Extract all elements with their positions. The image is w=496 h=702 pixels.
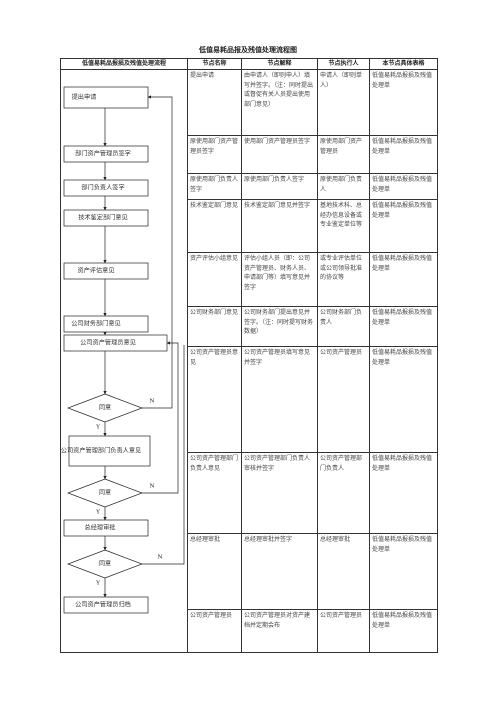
node-name: 公司资产管理员 xyxy=(187,609,242,653)
header-row: 低值易耗品报损及残值处理流程 节点名称 节点解释 节点执行人 本节点具体表格 xyxy=(60,58,438,70)
header-node-name: 节点名称 xyxy=(187,58,242,70)
node-executor: 申请人（即则单人） xyxy=(317,69,370,136)
node-form: 低值易耗品报损及残值处理单 xyxy=(369,69,438,136)
node-explain: 使用部门资产管理员签字 xyxy=(241,135,318,174)
node-explain: 原使用部门负责人签字 xyxy=(241,173,318,200)
node-form: 低值易耗品报损及残值处理单 xyxy=(369,609,438,653)
table-row: 公司财务部门意见 公司财务部门提出意见并签字。（注：同时提写财务数据） 公司财务… xyxy=(61,306,438,347)
node-explain: 技术鉴定部门意见并签字 xyxy=(241,199,318,253)
node-explain: 由申请人（即则申人）填写并签字。（注：同时提出或督促有关人员提出使用部门意见） xyxy=(241,69,318,136)
node-explain: 公司财务部门提出意见并签字。（注：同时提写财务数据） xyxy=(241,306,318,347)
node-form: 低值易耗品报损及残值处理单 xyxy=(369,452,438,534)
node-explain: 公司资产管理员对资产建档并定期会布 xyxy=(241,609,318,653)
node-executor: 公司财务部门负责人 xyxy=(317,306,370,347)
node-form: 低值易耗品报损及残值处理单 xyxy=(369,533,438,610)
document-title: 低值易耗品报及残值处理流程图 xyxy=(199,46,297,54)
node-explain: 公司资产管理部门负责人审核并签字 xyxy=(241,452,318,534)
node-executor: 总经理审批 xyxy=(317,533,370,610)
node-executor: 原使用部门资产管理员 xyxy=(317,135,370,174)
node-explain: 公司资产管理员填写意见并签字 xyxy=(241,346,318,453)
node-form: 低值易耗品报损及残值处理单 xyxy=(369,199,438,253)
node-executor: 基地技术科、总经办信息设备或专业鉴定单位等 xyxy=(317,199,370,253)
header-flow: 低值易耗品报损及残值处理流程 xyxy=(60,58,188,70)
node-executor: 公司资产管理员 xyxy=(317,346,370,453)
node-explain: 评估小组人员（即：公司资产管理员、财务人员、申请部门等）填写意见并签字 xyxy=(241,252,318,307)
node-name: 公司资产管理部门负责人意见 xyxy=(187,452,242,534)
node-form: 低值易耗品报损及残值处理单 xyxy=(369,252,438,307)
node-name: 技术鉴定部门意见 xyxy=(187,199,242,253)
header-node-explain: 节点解释 xyxy=(241,58,318,70)
node-name: 资产评估小组意见 xyxy=(187,252,242,307)
node-executor: 公司资产管理部门负责人 xyxy=(317,452,370,534)
table-row: 原使用部门负责人签字 原使用部门负责人签字 原使用部门负责人 低值易耗品报损及残… xyxy=(61,173,438,200)
node-name: 提出申请 xyxy=(187,69,242,136)
table-row: 公司资产管理部门负责人意见 公司资产管理部门负责人审核并签字 公司资产管理部门负… xyxy=(61,452,438,534)
table-row: 提出申请 由申请人（即则申人）填写并签字。（注：同时提出或督促有关人员提出使用部… xyxy=(60,69,438,653)
node-form: 低值易耗品报损及残值处理单 xyxy=(369,306,438,347)
node-name: 原使用部门资产管理员签字 xyxy=(187,135,242,174)
node-form: 低值易耗品报损及残值处理单 xyxy=(369,173,438,200)
flowchart-cell xyxy=(60,69,188,653)
table-row: 原使用部门资产管理员签字 使用部门资产管理员签字 原使用部门资产管理员 低值易耗… xyxy=(61,135,438,174)
node-name: 总经理审批 xyxy=(187,533,242,610)
node-name: 公司财务部门意见 xyxy=(187,306,242,347)
node-executor: 或专业评估单位或公司领导批准的协议等 xyxy=(317,252,370,307)
node-explain: 总经理审批并签字 xyxy=(241,533,318,610)
table-row: 总经理审批 总经理审批并签字 总经理审批 低值易耗品报损及残值处理单 xyxy=(61,533,438,610)
header-form: 本节点具体表格 xyxy=(369,58,438,70)
node-form: 低值易耗品报损及残值处理单 xyxy=(369,135,438,174)
header-executor: 节点执行人 xyxy=(317,58,370,70)
table-row: 公司资产管理员 公司资产管理员对资产建档并定期会布 公司资产管理员 低值易耗品报… xyxy=(61,609,438,653)
table-row: 资产评估小组意见 评估小组人员（即：公司资产管理员、财务人员、申请部门等）填写意… xyxy=(61,252,438,307)
node-form: 低值易耗品报损及残值处理单 xyxy=(369,346,438,453)
table-row: 公司资产管理员意见 公司资产管理员填写意见并签字 公司资产管理员 低值易耗品报损… xyxy=(61,346,438,453)
node-name: 公司资产管理员意见 xyxy=(187,346,242,453)
process-table: 低值易耗品报损及残值处理流程 节点名称 节点解释 节点执行人 本节点具体表格 提… xyxy=(60,58,438,653)
node-executor: 公司资产管理员 xyxy=(317,609,370,653)
node-name: 原使用部门负责人签字 xyxy=(187,173,242,200)
node-executor: 原使用部门负责人 xyxy=(317,173,370,200)
